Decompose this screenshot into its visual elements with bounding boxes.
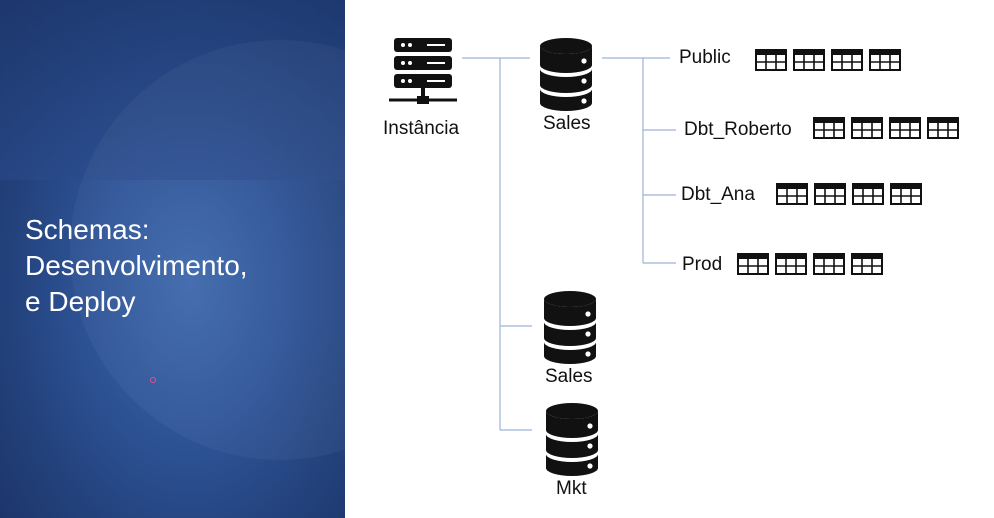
table-icon bbox=[813, 253, 845, 275]
table-group-public bbox=[755, 49, 901, 71]
schema-label-dbt-ana: Dbt_Ana bbox=[681, 184, 755, 205]
table-icon bbox=[869, 49, 901, 71]
schema-label-public: Public bbox=[679, 47, 731, 68]
table-icon bbox=[851, 117, 883, 139]
table-icon bbox=[831, 49, 863, 71]
table-icon bbox=[776, 183, 808, 205]
slide-title-line-3: e Deploy bbox=[25, 286, 136, 317]
table-group-dbt-ana bbox=[776, 183, 922, 205]
database-label-sales: Sales bbox=[543, 113, 591, 134]
table-icon bbox=[890, 183, 922, 205]
server-icon bbox=[389, 38, 457, 104]
table-icon bbox=[813, 117, 845, 139]
table-icon bbox=[889, 117, 921, 139]
database-icon bbox=[544, 291, 596, 364]
table-icon bbox=[755, 49, 787, 71]
table-icon bbox=[814, 183, 846, 205]
slide-title: Schemas: Desenvolvimento, e Deploy bbox=[25, 212, 335, 320]
table-icon bbox=[927, 117, 959, 139]
slide-title-line-2: Desenvolvimento, bbox=[25, 250, 248, 281]
table-icon bbox=[793, 49, 825, 71]
schema-label-dbt-roberto: Dbt_Roberto bbox=[684, 119, 792, 140]
database-label-mkt: Mkt bbox=[556, 478, 587, 499]
table-group-dbt-roberto bbox=[813, 117, 959, 139]
database-label-sales-2: Sales bbox=[545, 366, 593, 387]
instance-label: Instância bbox=[383, 118, 460, 139]
slide-title-line-1: Schemas: bbox=[25, 214, 150, 245]
connector-lines bbox=[462, 57, 676, 431]
panel-band bbox=[0, 0, 345, 180]
table-group-prod bbox=[737, 253, 883, 275]
table-icon bbox=[737, 253, 769, 275]
title-panel: Schemas: Desenvolvimento, e Deploy bbox=[0, 0, 345, 518]
database-icon bbox=[546, 403, 598, 476]
database-icon bbox=[540, 38, 592, 111]
table-icon bbox=[852, 183, 884, 205]
pointer-dot bbox=[150, 377, 156, 383]
table-icon bbox=[775, 253, 807, 275]
schema-label-prod: Prod bbox=[682, 254, 723, 275]
table-icon bbox=[851, 253, 883, 275]
